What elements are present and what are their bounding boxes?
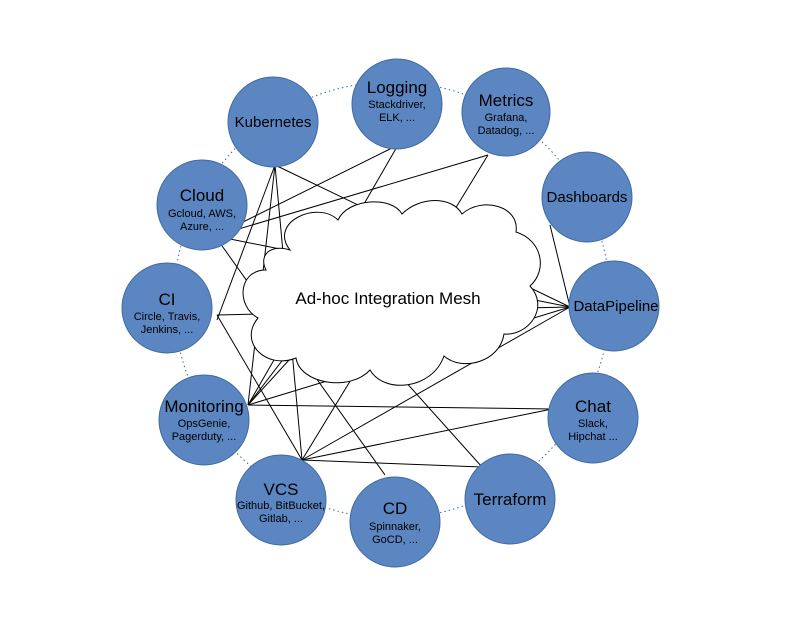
node-title: Monitoring <box>164 397 243 416</box>
node-metrics: Metrics Grafana, Datadog, ... <box>461 67 551 157</box>
node-detail-line: Pagerduty, ... <box>172 431 237 443</box>
node-cd: CD Spinnaker, GoCD, ... <box>349 476 441 568</box>
node-detail-line: Slack, <box>578 418 608 430</box>
node-title: DataPipeline <box>573 298 658 315</box>
node-detail-line: Jenkins, ... <box>141 324 194 336</box>
node-detail-line: Datadog, ... <box>478 125 535 137</box>
node-cloud: Cloud Gcloud, AWS, Azure, ... <box>156 159 248 251</box>
node-kubernetes: Kubernetes <box>227 76 319 168</box>
node-detail-line: Stackdriver, <box>368 99 425 111</box>
node-title: Dashboards <box>547 189 628 206</box>
node-chat: Chat Slack, Hipchat ... <box>547 372 639 464</box>
node-ci: CI Circle, Travis, Jenkins, ... <box>121 262 213 354</box>
node-title: VCS <box>264 480 299 499</box>
mesh-label: Ad-hoc Integration Mesh <box>295 289 480 308</box>
node-title: Metrics <box>479 91 534 110</box>
node-dashboards: Dashboards <box>541 151 633 243</box>
node-title: Chat <box>575 397 611 416</box>
node-vcs: VCS Github, BitBucket, Gitlab, ... <box>235 454 327 546</box>
node-terraform: Terraform <box>464 453 556 545</box>
node-detail-line: Grafana, <box>485 112 528 124</box>
node-title: Kubernetes <box>235 114 312 131</box>
node-datapipeline: DataPipeline <box>568 260 660 352</box>
node-monitoring: Monitoring OpsGenie, Pagerduty, ... <box>158 374 250 466</box>
node-detail-line: Gitlab, ... <box>259 513 303 525</box>
node-detail-line: Spinnaker, <box>369 521 421 533</box>
node-detail-line: GoCD, ... <box>372 534 418 546</box>
node-detail-line: Gcloud, AWS, <box>168 208 236 220</box>
node-title: Logging <box>367 78 428 97</box>
node-title: CD <box>383 499 408 518</box>
node-title: CI <box>159 290 176 309</box>
node-title: Terraform <box>474 490 547 509</box>
node-detail-line: Hipchat ... <box>568 431 618 443</box>
node-detail-line: Azure, ... <box>180 221 224 233</box>
node-title: Cloud <box>180 186 224 205</box>
node-logging: Logging Stackdriver, ELK, ... <box>351 58 443 150</box>
node-detail-line: OpsGenie, <box>178 418 231 430</box>
node-detail-line: ELK, ... <box>379 112 415 124</box>
integration-mesh-cloud: Ad-hoc Integration Mesh <box>242 200 541 386</box>
node-detail-line: Github, BitBucket, <box>237 500 325 512</box>
node-detail-line: Circle, Travis, <box>134 311 201 323</box>
